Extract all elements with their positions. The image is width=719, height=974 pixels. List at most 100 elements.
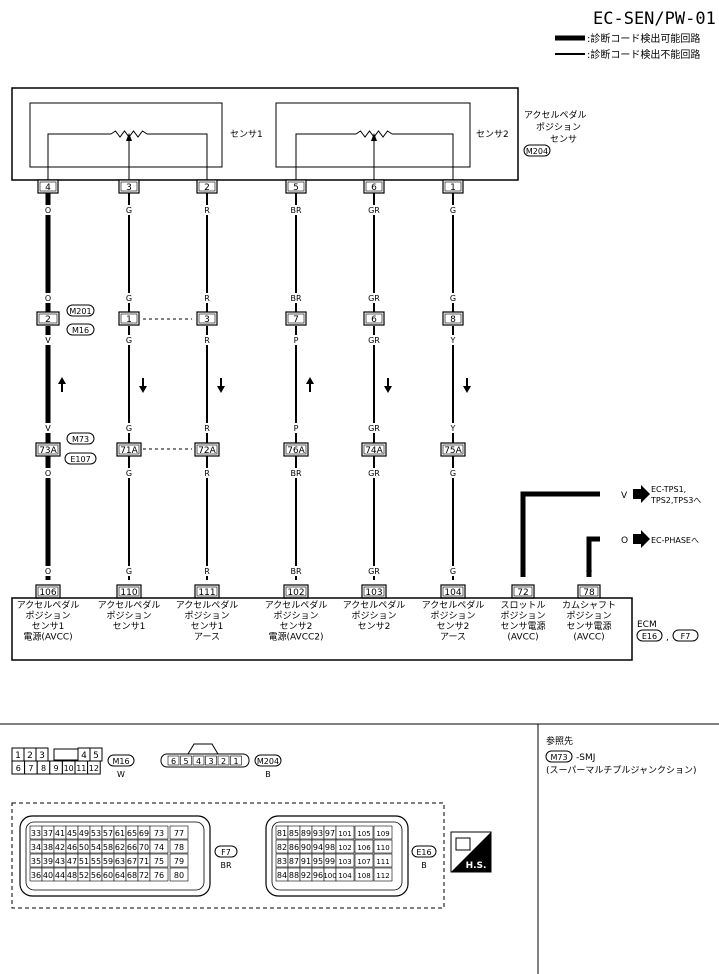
m204-latch <box>187 743 219 755</box>
wire-5-low_color_top: GR <box>368 424 380 433</box>
legend-thin-text: :診断コード検出不能回路 <box>587 48 700 61</box>
m204-pin-1 <box>230 755 242 766</box>
wire-3-mid_color_top: R <box>204 294 210 303</box>
e16-pin-104 <box>335 867 355 882</box>
wire-2-ecm-label-2: センサ1 <box>113 621 146 632</box>
e16-pin-84-text: 84 <box>277 871 287 880</box>
ecm-box <box>11 597 633 661</box>
f7-pin-47-text: 47 <box>67 857 77 866</box>
wire-6-top_color: G <box>450 206 456 215</box>
m204-pin-5 <box>180 755 192 766</box>
wire-5-joint-pin-inner <box>365 313 383 324</box>
wire-1-ecm_color-bg <box>39 566 57 576</box>
f7-pin-63-text: 63 <box>115 857 125 866</box>
page-title: EC-SEN/PW-01 <box>593 9 716 29</box>
f7-pin-62-text: 62 <box>115 843 125 852</box>
wire-2-joint-pin-text: 1 <box>126 315 132 325</box>
e16-pin-93-text: 93 <box>313 829 323 838</box>
wire-4-ecm-pin-text: 102 <box>287 588 304 598</box>
pot-sensor2-wiper-arrow <box>371 133 377 141</box>
e16-pin-112 <box>373 867 393 882</box>
wire-3-sensor-pin-inner <box>198 181 216 192</box>
connector-tag-m73 <box>66 432 95 445</box>
wire-2-low_color_bot: G <box>126 469 132 478</box>
wire-6-joint2-pin-text: 75A <box>444 446 462 456</box>
wire-6-mid_color_top: G <box>450 294 456 303</box>
e16-pin-94-text: 94 <box>313 843 323 852</box>
m16-pin-11-text: 11 <box>76 764 86 773</box>
wire-1-low_color_bot-bg <box>39 468 57 478</box>
e16-pin-83-text: 83 <box>277 857 287 866</box>
ecm-name: ECM <box>637 620 657 630</box>
wire-1-joint2-pin-inner <box>37 444 59 455</box>
wire-6-ecm-label-1: ポジション <box>430 611 475 622</box>
e16-color: B <box>421 861 427 870</box>
f7-pin-46-text: 46 <box>67 843 77 852</box>
e16-pin-106-text: 106 <box>357 844 371 852</box>
f7-pin-58-text: 58 <box>103 843 113 852</box>
f7-pin-71-text: 71 <box>139 857 149 866</box>
f7-pin-36-text: 36 <box>31 871 41 880</box>
wire-2-joint2-pin-inner <box>118 444 140 455</box>
wire-1-sensor-pin-text: 4 <box>45 183 51 193</box>
f7-pin-80-text: 80 <box>174 871 184 880</box>
f7-pin-75 <box>149 853 169 868</box>
hs-label: H.S. <box>466 861 487 871</box>
wire-1-mid_color_top-bg <box>39 293 57 303</box>
connector-tag-m204-text: M204 <box>526 147 548 156</box>
wire-2-top_color: G <box>126 206 132 215</box>
wire-5-joint-pin-text: 6 <box>371 315 377 325</box>
ref-tps-text-1: EC-TPS1, <box>651 485 686 494</box>
wire-3-sensor-pin <box>196 179 218 194</box>
ecm-extra-72-pin-text: 72 <box>517 588 528 598</box>
sensor-unit-name-1: アクセルペダル <box>524 109 587 121</box>
wire-3-joint2-pin-inner <box>196 444 218 455</box>
wire-4-joint-pin-inner <box>287 313 305 324</box>
wire-4-ecm-label-3: 電源(AVCC2) <box>268 632 323 643</box>
f7-pin-76-text: 76 <box>154 871 164 880</box>
wire-3-ecm-label-2: センサ1 <box>191 621 224 632</box>
wire-5-mid_color_top: GR <box>368 294 380 303</box>
wire-1-top_color: O <box>45 206 51 215</box>
e16-pin-110-text: 110 <box>376 844 389 852</box>
m204-pin-2-text: 2 <box>221 757 226 766</box>
e16-pin-107-text: 107 <box>357 858 370 866</box>
ref-arrow-phase <box>633 530 650 548</box>
wire-6-low_color_bot-bg <box>444 468 462 478</box>
f7-pin-34-text: 34 <box>31 843 41 852</box>
e16-pin-90-text: 90 <box>301 843 311 852</box>
connector-tag-m204-bottom <box>254 754 282 767</box>
wire-2-ecm-label-0: アクセルペダル <box>98 599 161 611</box>
f7-pin-49-text: 49 <box>79 829 89 838</box>
m16-pin-6-text: 6 <box>16 764 21 773</box>
wire-pin78-ref <box>586 536 600 577</box>
wire-1-joint-pin <box>36 311 60 326</box>
f7-pin-48-text: 48 <box>67 871 77 880</box>
reference-description: (スーパーマルチプルジャンクション) <box>546 765 696 776</box>
f7-pin-50-text: 50 <box>79 843 89 852</box>
wire-1-joint2-pin-text: 73A <box>39 446 57 456</box>
wire-2-ecm_color: G <box>126 567 132 576</box>
wire-2-ecm-pin-inner <box>118 586 140 597</box>
ecm-extra-72-label-0: スロットル <box>500 601 545 611</box>
ref-tps-text-2: TPS2,TPS3へ <box>650 496 701 505</box>
wire-6-top_color-bg <box>444 205 462 215</box>
wire-4-sensor-pin <box>285 179 307 194</box>
wire-6-ecm-label-3: アース <box>440 633 466 643</box>
connector-tag-e16-text: E16 <box>642 632 657 641</box>
f7-pin-74-text: 74 <box>154 843 164 852</box>
f7-pin-64-text: 64 <box>115 871 125 880</box>
e16-pin-81-text: 81 <box>277 829 287 838</box>
f7-pin-70-text: 70 <box>139 843 149 852</box>
wire-5-ecm-pin-inner <box>363 586 385 597</box>
wire-2-arrow-down <box>139 378 147 393</box>
e16-pin-109-text: 109 <box>376 830 389 838</box>
sensor1-label: センサ1 <box>230 129 263 140</box>
wire-5-joint2-pin <box>361 442 387 457</box>
ecm-extra-78-label-1: ポジション <box>566 611 611 622</box>
wire-5-joint2-pin-text: 74A <box>365 446 383 456</box>
wire-3-mid_color_bot-bg <box>198 335 216 345</box>
wire-4-low_color_bot-bg <box>287 468 305 478</box>
